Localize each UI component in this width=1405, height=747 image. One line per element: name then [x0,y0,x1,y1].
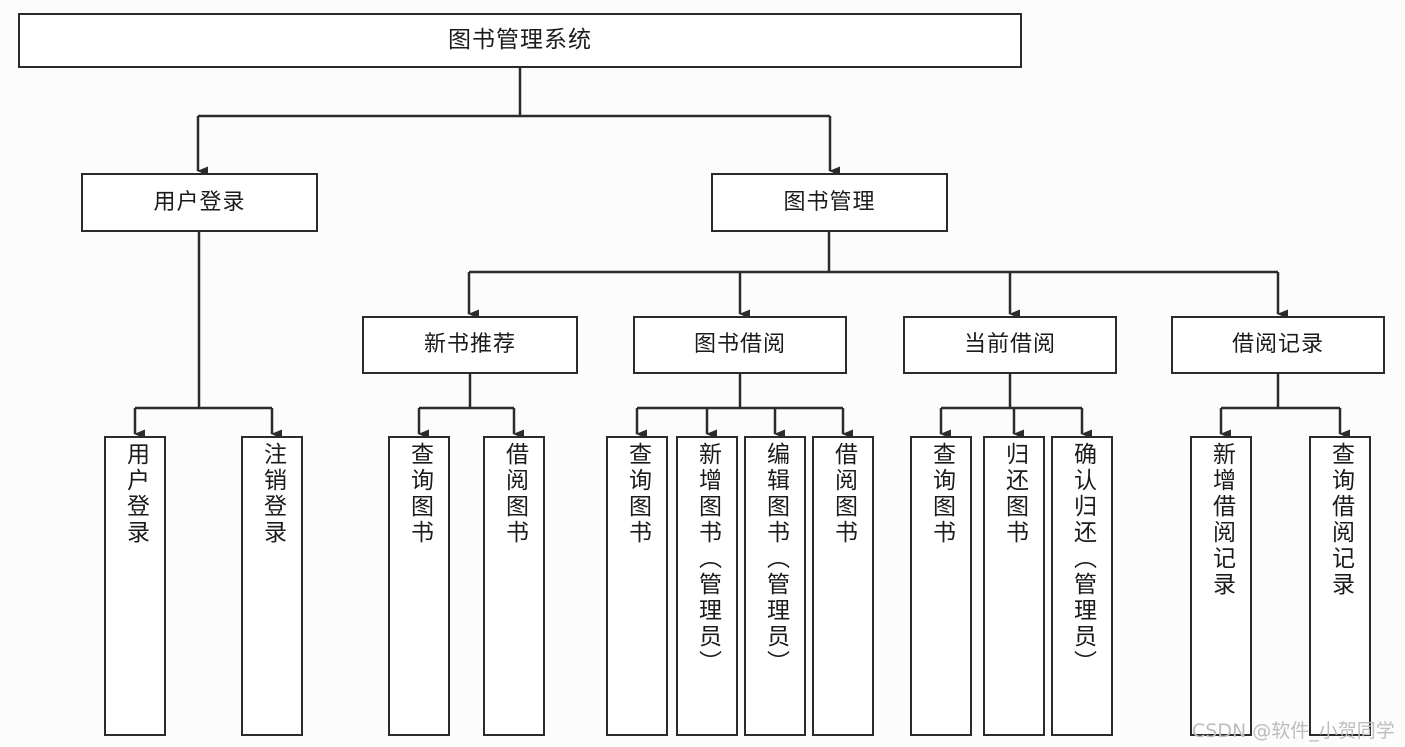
node-leaf-rec-add[interactable]: 新增借阅记录 [1190,436,1252,736]
node-leaf-borrow-query[interactable]: 查询图书 [606,436,668,736]
node-label: 图书管理 [783,189,876,215]
node-leaf-cur-confirm[interactable]: 确认归还（管理员） [1051,436,1113,736]
node-leaf-cur-query[interactable]: 查询图书 [910,436,972,736]
node-label: 借阅记录 [1231,332,1324,358]
node-label: 图书管理系统 [448,26,592,53]
node-label: 借阅图书 [501,442,528,546]
node-new-book-rec[interactable]: 新书推荐 [362,316,578,374]
node-user-login[interactable]: 用户登录 [81,173,318,232]
node-leaf-rec-query[interactable]: 查询图书 [388,436,450,736]
node-label: 归还图书 [1001,442,1028,546]
node-book-borrow[interactable]: 图书借阅 [633,316,847,374]
node-label: 用户登录 [153,189,246,215]
node-leaf-rec-search[interactable]: 查询借阅记录 [1309,436,1371,736]
node-leaf-user-logout[interactable]: 注销登录 [241,436,303,736]
node-label: 新增图书（管理员） [694,442,721,676]
node-leaf-rec-borrow[interactable]: 借阅图书 [483,436,545,736]
node-label: 新书推荐 [423,332,516,358]
node-leaf-borrow-add[interactable]: 新增图书（管理员） [676,436,738,736]
node-label: 编辑图书（管理员） [762,442,789,676]
node-borrow-record[interactable]: 借阅记录 [1171,316,1385,374]
node-root[interactable]: 图书管理系统 [18,13,1022,68]
node-label: 新增借阅记录 [1208,442,1235,598]
node-leaf-borrow-edit[interactable]: 编辑图书（管理员） [744,436,806,736]
node-label: 查询图书 [928,442,955,546]
node-leaf-user-login[interactable]: 用户登录 [104,436,166,736]
node-leaf-cur-return[interactable]: 归还图书 [983,436,1045,736]
edge-group [133,68,1350,439]
node-label: 查询图书 [406,442,433,546]
node-label: 当前借阅 [963,332,1056,358]
node-current-borrow[interactable]: 当前借阅 [903,316,1117,374]
node-label: 确认归还（管理员） [1069,442,1096,676]
node-label: 查询图书 [624,442,651,546]
node-label: 注销登录 [259,442,286,546]
node-label: 借阅图书 [830,442,857,546]
node-leaf-borrow-do[interactable]: 借阅图书 [812,436,874,736]
node-label: 查询借阅记录 [1327,442,1354,598]
node-label: 图书借阅 [693,332,786,358]
node-book-manage[interactable]: 图书管理 [711,173,948,232]
node-label: 用户登录 [122,442,149,546]
